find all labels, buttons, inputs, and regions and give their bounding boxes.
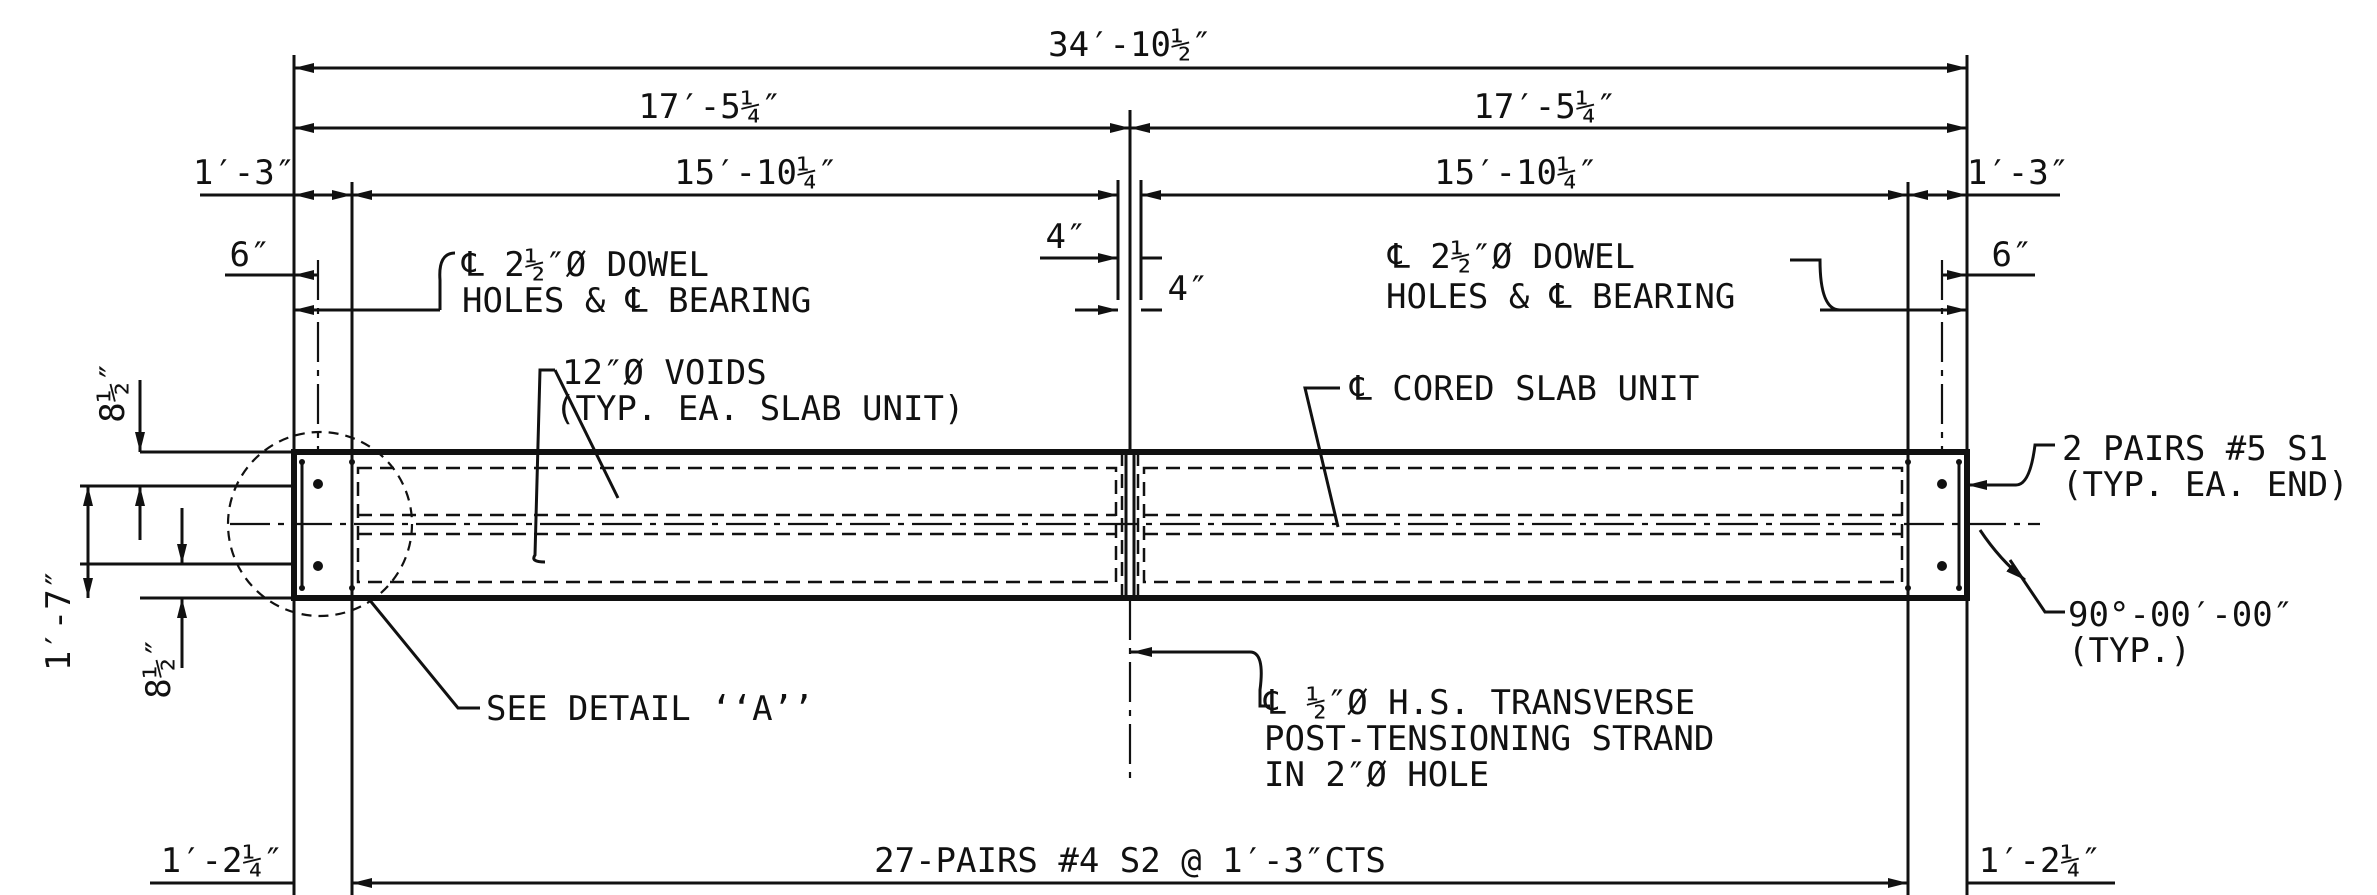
- dim-inner-left: 15′-10¼″: [674, 153, 838, 193]
- note-strand-line2: POST-TENSIONING STRAND: [1264, 719, 1714, 759]
- dim-half-right: 17′-5¼″: [1473, 87, 1616, 127]
- note-angle-line2: (TYP.): [2068, 631, 2191, 671]
- rebar-dots: [299, 459, 1962, 591]
- leader-lines: [366, 251, 2065, 710]
- note-strand-line3: IN 2″Ø HOLE: [1264, 755, 1489, 795]
- dim-depth-total: 1′-7″: [39, 569, 79, 671]
- note-pairs-s1-line2: (TYP. EA. END): [2062, 465, 2349, 505]
- dim-bottom-left: 1′-2¼″: [161, 841, 284, 881]
- note-strand-line1: ℄ ½″Ø H.S. TRANSVERSE: [1263, 683, 1695, 723]
- extension-lines: [230, 55, 2040, 895]
- note-dowel-right-line2: HOLES & ℄ BEARING: [1386, 277, 1735, 317]
- dim-depth-bottom: 8½″: [139, 637, 179, 698]
- dim-overall: 34′-10½″: [1048, 25, 1212, 65]
- note-pairs-s1-line1: 2 PAIRS #5 S1: [2062, 429, 2328, 469]
- note-dowel-left-line2: HOLES & ℄ BEARING: [462, 281, 811, 321]
- dim-end-left: 1′-3″: [193, 153, 295, 193]
- dim-offset-left: 6″: [230, 235, 271, 275]
- dimension-lines: [80, 63, 2115, 888]
- detail-a-circle: [226, 430, 414, 618]
- dim-inner-right: 15′-10¼″: [1434, 153, 1598, 193]
- void-lines: [356, 466, 1904, 584]
- dim-end-right: 1′-3″: [1967, 153, 2069, 193]
- note-pairs-s2: 27-PAIRS #4 S2 @ 1′-3″CTS: [874, 841, 1386, 881]
- dim-half-left: 17′-5¼″: [638, 87, 781, 127]
- note-cored-slab: ℄ CORED SLAB UNIT: [1349, 369, 1699, 409]
- dim-offset-right: 6″: [1992, 235, 2033, 275]
- note-see-detail: SEE DETAIL ‘‘A’’: [486, 689, 814, 729]
- dim-depth-top: 8½″: [93, 361, 133, 422]
- note-dowel-right-line1: ℄ 2½″Ø DOWEL: [1387, 237, 1635, 277]
- dim-bottom-right: 1′-2¼″: [1979, 841, 2102, 881]
- note-voids-line1: 12″Ø VOIDS: [562, 353, 767, 393]
- dim-gap-top: 4″: [1046, 217, 1087, 257]
- note-angle-line1: 90°-00′-00″: [2068, 595, 2293, 635]
- dim-gap-bottom: 4″: [1168, 269, 1209, 309]
- note-voids-line2: (TYP. EA. SLAB UNIT): [555, 389, 964, 429]
- slab-unit-outline: [291, 449, 1970, 601]
- note-dowel-left-line1: ℄ 2½″Ø DOWEL: [461, 245, 709, 285]
